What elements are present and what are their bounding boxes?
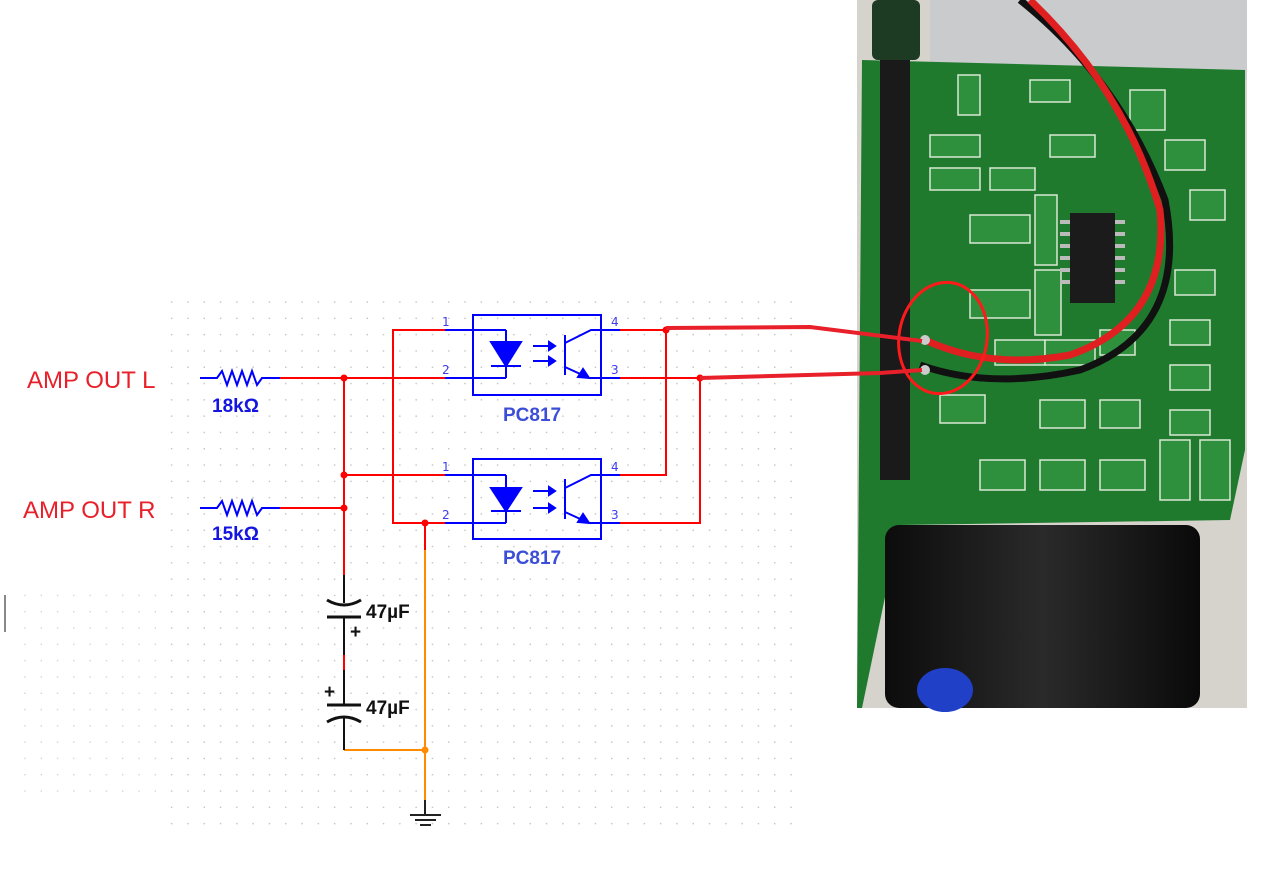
opto-1-pin-2: 2 [442, 363, 450, 377]
capacitor-2-plus: + [324, 682, 335, 703]
text-cursor [4, 595, 6, 632]
dot-grid-left [15, 590, 160, 800]
optocoupler-1 [445, 314, 620, 396]
ground-symbol [410, 800, 441, 826]
optocoupler-2 [445, 458, 620, 540]
signal-wires [280, 329, 701, 670]
opto-1-part-label: PC817 [503, 405, 561, 426]
opto-1-pin-1: 1 [442, 315, 450, 329]
opto-1-pin-3: 3 [611, 363, 619, 377]
resistor-18k-label: 18kΩ [212, 396, 259, 417]
board-wires [665, 324, 923, 380]
resistor-15k [200, 498, 280, 518]
capacitor-1 [326, 575, 362, 655]
capacitor-2-label: 47µF [366, 698, 410, 719]
capacitor-2 [326, 670, 362, 750]
opto-2-pin-1: 1 [442, 460, 450, 474]
capacitor-1-plus: + [350, 622, 361, 643]
resistor-18k [200, 368, 280, 388]
opto-2-part-label: PC817 [503, 548, 561, 569]
ground-junction [421, 746, 429, 754]
opto-2-pin-4: 4 [611, 460, 619, 474]
capacitor-1-label: 47µF [366, 602, 410, 623]
amp-out-l-label: AMP OUT L [27, 367, 155, 394]
resistor-15k-label: 15kΩ [212, 524, 259, 545]
opto-1-pin-4: 4 [611, 315, 619, 329]
opto-2-pin-3: 3 [611, 508, 619, 522]
pcb-photo [857, 0, 1247, 712]
ground-wires [344, 550, 426, 800]
dot-grid [160, 295, 800, 835]
opto-2-pin-2: 2 [442, 508, 450, 522]
amp-out-r-label: AMP OUT R [23, 497, 155, 524]
